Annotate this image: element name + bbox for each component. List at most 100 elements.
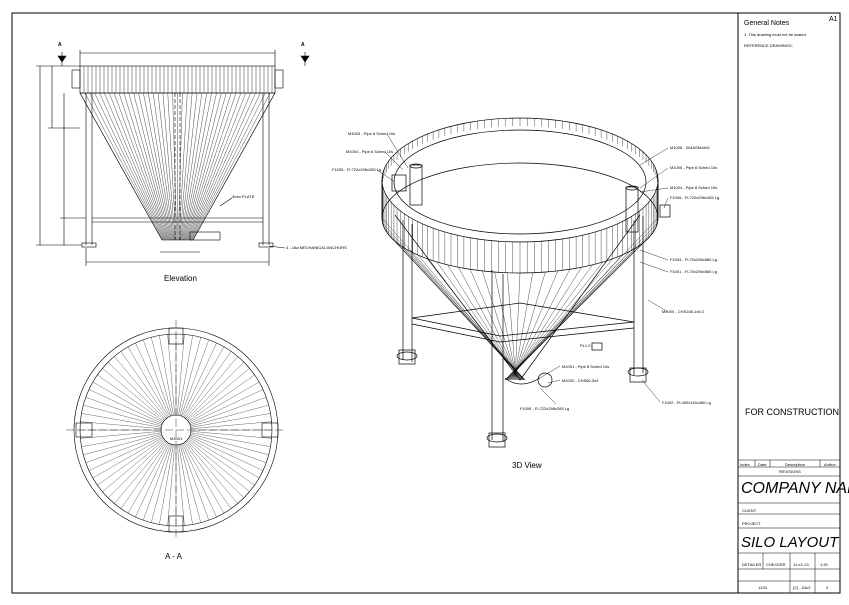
callout-left-3: F1005 - FL722x296x265 Lg: [332, 167, 382, 172]
hatch-line: [127, 346, 169, 418]
hatch-line: [186, 362, 244, 420]
hatch-line: [183, 442, 225, 514]
hatch-line: [178, 335, 193, 416]
hatch-line: [187, 92, 242, 241]
hatch-line: [186, 440, 244, 498]
callout-bottom-1: M1001 - Pipe 8 Sched 10s: [562, 364, 610, 369]
hatch-line: [162, 92, 176, 241]
hatch-line: [510, 267, 582, 381]
anchor-note: 4 - 16ø MECHANICAL ANCHORS: [286, 245, 347, 250]
hatch-line: [88, 389, 163, 424]
hatch-line: [381, 217, 526, 381]
hatch-line: [84, 92, 163, 241]
hatch-line: [505, 227, 656, 381]
hatch-line: [505, 232, 653, 381]
drawing-number: 1234: [758, 585, 767, 590]
callout-right-6: F1001 - FL70x296x560 Lg: [670, 269, 717, 274]
hatch-line: [178, 444, 193, 525]
plan-view: [66, 320, 286, 540]
drawn-by: DETAILER: [742, 562, 762, 567]
general-notes-title: General Notes: [744, 20, 790, 27]
general-note-1: 1. This drawing must not be scaled.: [744, 32, 807, 37]
sheet-border: [11, 12, 841, 594]
hatch-line: [189, 389, 264, 424]
hatch-line: [190, 397, 267, 426]
hatch-line: [192, 92, 271, 241]
hatch-line: [417, 254, 523, 381]
reference-drawings-label: REFERENCE DRAWINGS:: [744, 43, 793, 48]
hatch-line: [118, 92, 169, 241]
hatch-line: [108, 362, 166, 420]
hatch-line: [159, 444, 174, 525]
company-name: COMPANY NAME: [741, 480, 849, 497]
hatch-line: [143, 92, 173, 241]
hatch-line: [183, 346, 225, 418]
hatch-line: [511, 269, 571, 381]
hatch-line: [94, 92, 165, 241]
hatch-line: [108, 440, 166, 498]
revision-number: 0: [826, 585, 829, 590]
hatch-line: [184, 92, 222, 241]
hatch-line: [85, 434, 162, 463]
hatch-line: [188, 438, 255, 486]
hatch-line: [191, 92, 266, 241]
plan-label: A - A: [165, 552, 182, 561]
hatch-line: [447, 264, 521, 381]
hatch-line: [512, 270, 558, 381]
3d-view-label: 3D View: [512, 461, 542, 470]
hatch-line: [180, 92, 198, 241]
hatch-line: [167, 92, 177, 241]
hatch-line: [189, 92, 256, 241]
hatch-line: [182, 92, 212, 241]
hatch-line: [97, 438, 164, 486]
hatch-line: [102, 439, 165, 492]
revisions-title: REVISIONS: [779, 469, 801, 474]
hatch-line: [152, 92, 174, 241]
hatch-line: [179, 92, 193, 241]
hatch-line: [514, 272, 521, 381]
hatch-line: [188, 381, 260, 423]
project-label: PROJECT: [742, 521, 761, 526]
hatch-line: [507, 272, 517, 381]
hatch-line: [138, 92, 172, 241]
section-mark-right: A: [301, 42, 305, 48]
sheet-size-code: A1: [829, 16, 838, 23]
hatch-line: [436, 261, 522, 381]
hatch-line: [83, 405, 162, 427]
hatch-line: [143, 444, 172, 521]
hatch-line: [179, 337, 201, 416]
hatch-line: [92, 381, 164, 423]
hatch-line: [128, 92, 170, 241]
3d-callout-leaders: [376, 133, 669, 405]
rev-col-date: Date: [758, 462, 767, 467]
plate-note: 3mm PLATE: [232, 194, 255, 199]
hatch-line: [458, 267, 520, 381]
hatch-line: [114, 441, 167, 504]
hatch-line: [504, 217, 659, 381]
rev-col-description: Description: [785, 462, 806, 467]
hatch-line: [148, 92, 174, 241]
hatch-line: [190, 421, 272, 429]
hatch-line: [183, 92, 217, 241]
hatch-line: [81, 413, 162, 428]
plate-tag: PL1.0: [580, 343, 591, 348]
hatch-line: [157, 92, 175, 241]
rev-col-author: Author: [824, 462, 836, 467]
hatch-line: [181, 92, 203, 241]
section-mark-left: A: [58, 42, 62, 48]
callout-right-4: F1006 - FL722x296x265 Lg: [670, 195, 720, 200]
hatch-line: [151, 337, 173, 416]
hatch-line: [135, 443, 170, 518]
hatch-line: [409, 251, 524, 381]
hatch-line: [113, 92, 168, 241]
hatch-line: [177, 444, 185, 526]
hatch-line: [186, 92, 237, 241]
drawing-date: 1x-x2-13: [793, 562, 809, 567]
hatch-line: [190, 431, 272, 439]
callout-bottom-4: F1002 - FL400x115x460 Lg: [662, 400, 711, 405]
hatch-line: [512, 272, 546, 381]
checked-by: CHECKER: [766, 562, 786, 567]
hatch-line: [159, 335, 174, 416]
